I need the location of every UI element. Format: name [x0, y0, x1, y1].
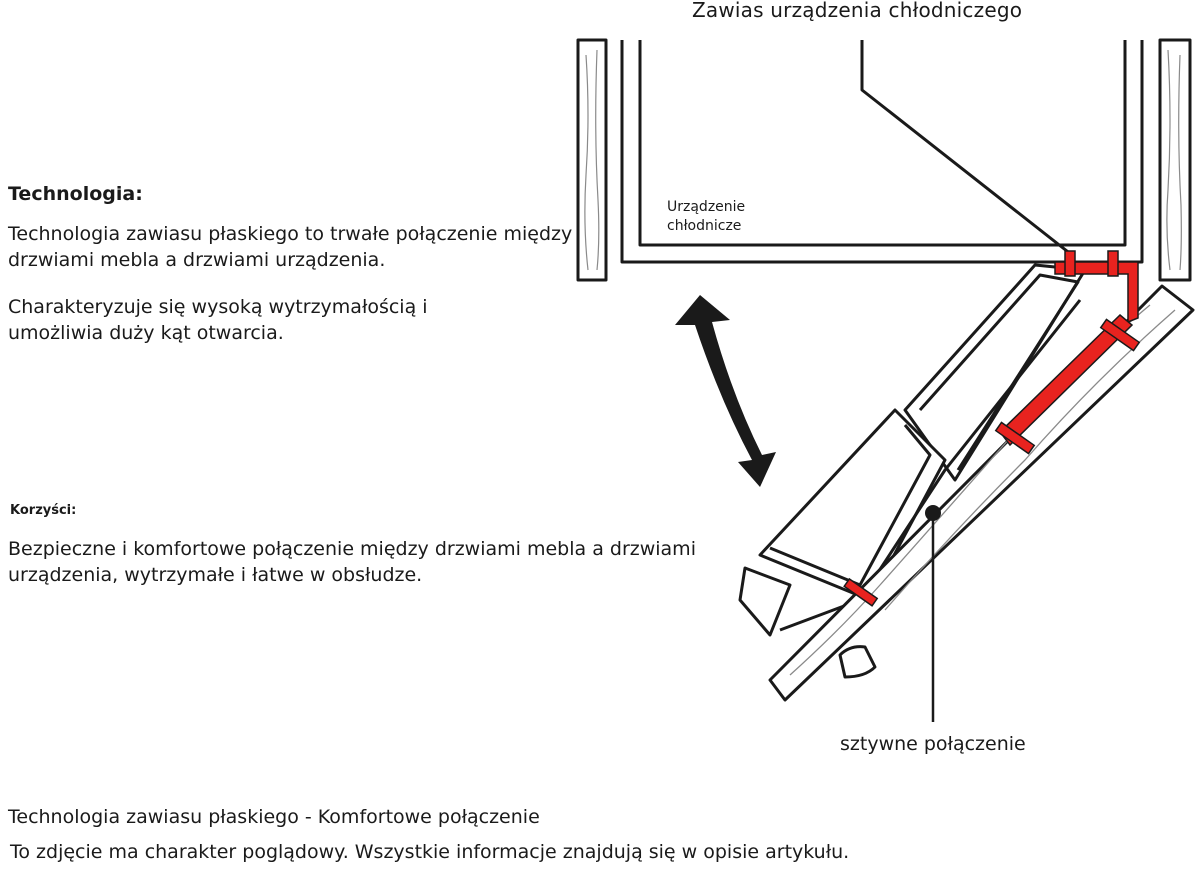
appliance-label-line1: Urządzenie: [667, 199, 746, 215]
red-hinge-mechanism: [843, 250, 1141, 607]
left-cabinet-panel: [576, 38, 608, 282]
footer-disclaimer: To zdjęcie ma charakter poglądowy. Wszys…: [10, 841, 850, 863]
benefits-heading: Korzyści:: [10, 503, 77, 518]
appliance-body: [620, 40, 1144, 264]
technology-paragraph-1: Technologia zawiasu płaskiego to trwałe …: [8, 223, 573, 271]
appliance-label: Urządzenie chłodnicze: [667, 198, 777, 236]
furniture-door: [768, 284, 1195, 702]
technology-heading: Technologia:: [8, 183, 143, 205]
appliance-label-line2: chłodnicze: [667, 218, 742, 234]
door-swing-arrow-icon: [675, 295, 776, 487]
benefits-paragraph: Bezpieczne i komfortowe połączenie międz…: [8, 538, 696, 586]
technology-paragraph-2: Charakteryzuje się wysoką wytrzymałością…: [8, 296, 428, 344]
hinge-label: Zawias urządzenia chłodniczego: [692, 0, 1023, 22]
right-cabinet-panel: [1158, 38, 1192, 282]
appliance-door: [738, 263, 1087, 637]
rigid-connection-label: sztywne połączenie: [840, 733, 1026, 755]
footer-title: Technologia zawiasu płaskiego - Komforto…: [8, 806, 540, 828]
rigid-connection-marker: [925, 505, 941, 722]
